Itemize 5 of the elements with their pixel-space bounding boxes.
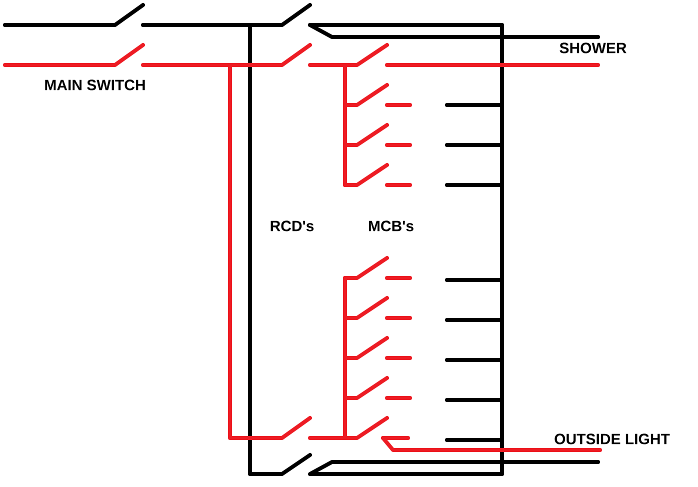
wire-label: SHOWER (560, 42, 626, 54)
wire-label: OUTSIDE LIGHT (554, 434, 670, 444)
wire-label: MAIN SWITCH (45, 80, 145, 90)
wire-label: RCD's (270, 220, 314, 232)
wire-label: MCB's (368, 220, 414, 232)
